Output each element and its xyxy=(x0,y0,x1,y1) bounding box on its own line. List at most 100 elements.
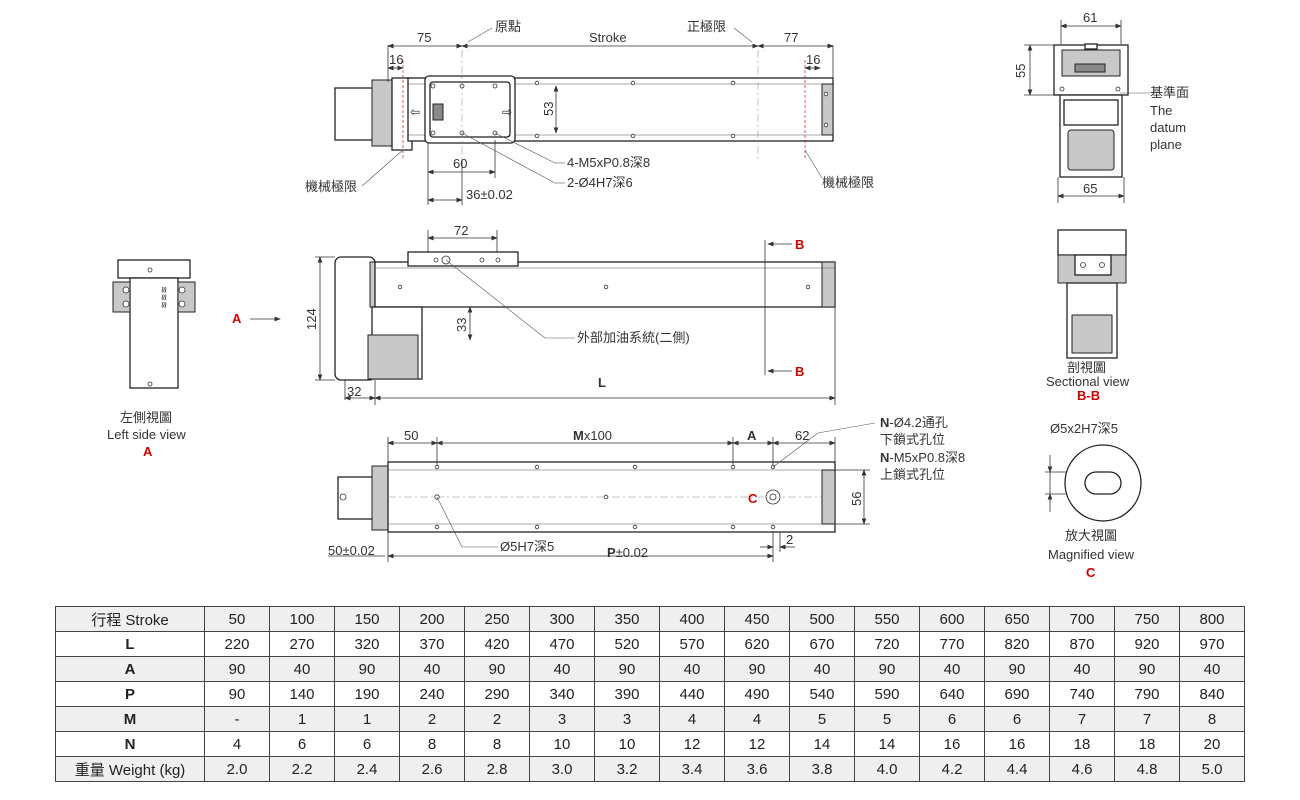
table-cell: 10 xyxy=(529,731,595,757)
table-cell: 640 xyxy=(919,681,985,707)
table-cell: 5.0 xyxy=(1179,756,1245,782)
row-header: 重量 Weight (kg) xyxy=(55,756,205,782)
dim-53: 53 xyxy=(541,102,556,116)
table-cell: 12 xyxy=(659,731,725,757)
bottom-note-2: 下鎖式孔位 xyxy=(880,432,945,447)
table-cell: 300 xyxy=(529,606,595,632)
left-view-label-en: Left side view xyxy=(107,427,186,442)
table-cell: 790 xyxy=(1114,681,1180,707)
table-cell: 690 xyxy=(984,681,1050,707)
dim-16-left: 16 xyxy=(389,52,403,67)
table-cell: 90 xyxy=(1114,656,1180,682)
table-cell: 40 xyxy=(269,656,335,682)
row-header: A xyxy=(55,656,205,682)
table-cell: 1 xyxy=(334,706,400,732)
table-cell: 720 xyxy=(854,631,920,657)
section-label-zh: 剖視圖 xyxy=(1067,360,1106,375)
lube-note: 外部加油系統(二側) xyxy=(577,330,690,345)
section-mark: B-B xyxy=(1077,388,1100,403)
table-cell: 2 xyxy=(399,706,465,732)
table-cell: 740 xyxy=(1049,681,1115,707)
table-cell: 590 xyxy=(854,681,920,707)
table-cell: 14 xyxy=(789,731,855,757)
table-cell: 920 xyxy=(1114,631,1180,657)
table-cell: 90 xyxy=(984,656,1050,682)
magnified-top-note: Ø5x2H7深5 xyxy=(1050,421,1118,436)
table-cell: 290 xyxy=(464,681,530,707)
table-cell: 18 xyxy=(1049,731,1115,757)
table-cell: 570 xyxy=(659,631,725,657)
bottom-note-1: N-Ø4.2通孔 xyxy=(880,415,948,430)
table-cell: 750 xyxy=(1114,606,1180,632)
table-cell: 16 xyxy=(984,731,1050,757)
table-cell: 90 xyxy=(854,656,920,682)
table-cell: 220 xyxy=(204,631,270,657)
bottom-note-3: N-M5xP0.8深8 xyxy=(880,450,965,465)
table-cell: 6 xyxy=(269,731,335,757)
table-cell: 90 xyxy=(464,656,530,682)
dim-50: 50 xyxy=(404,428,418,443)
table-cell: 7 xyxy=(1049,706,1115,732)
dim-p-part: P xyxy=(607,545,616,560)
bottom-note-4: 上鎖式孔位 xyxy=(880,467,945,482)
table-cell: 16 xyxy=(919,731,985,757)
table-cell: 18 xyxy=(1114,731,1180,757)
table-cell: 490 xyxy=(724,681,790,707)
table-cell: 40 xyxy=(919,656,985,682)
table-cell: 8 xyxy=(1179,706,1245,732)
table-cell: 14 xyxy=(854,731,920,757)
datum-label-en-2: datum xyxy=(1150,120,1186,135)
dim-65: 65 xyxy=(1083,181,1097,196)
table-cell: 340 xyxy=(529,681,595,707)
side-view: 72 124 33 32 L 外部加油系統(二側) B B xyxy=(232,223,836,405)
dim-33: 33 xyxy=(454,318,469,332)
table-cell: 7 xyxy=(1114,706,1180,732)
table-cell: 620 xyxy=(724,631,790,657)
datum-label-zh: 基準面 xyxy=(1150,85,1189,100)
table-cell: 140 xyxy=(269,681,335,707)
row-header: P xyxy=(55,681,205,707)
table-cell: 770 xyxy=(919,631,985,657)
section-arrow-b-bottom: B xyxy=(795,364,804,379)
dim-16-right: 16 xyxy=(806,52,820,67)
table-cell: 500 xyxy=(789,606,855,632)
table-cell: 550 xyxy=(854,606,920,632)
table-cell: 3 xyxy=(529,706,595,732)
pin-note: 2-Ø4H7深6 xyxy=(567,175,633,190)
dim-A: A xyxy=(747,428,757,443)
table-cell: 840 xyxy=(1179,681,1245,707)
table-cell: 100 xyxy=(269,606,335,632)
table-cell: 5 xyxy=(789,706,855,732)
table-cell: 2.6 xyxy=(399,756,465,782)
table-cell: 440 xyxy=(659,681,725,707)
table-cell: 4 xyxy=(204,731,270,757)
top-view: ⇦ ⇨ 75 77 Stroke 原點 正極限 16 16 xyxy=(305,19,874,205)
table-cell: 700 xyxy=(1049,606,1115,632)
right-arrow-icon: ⇨ xyxy=(502,105,512,119)
table-cell: 4.0 xyxy=(854,756,920,782)
dim-62: 62 xyxy=(795,428,809,443)
section-view: 剖視圖 Sectional view B-B xyxy=(1046,229,1130,403)
dim-p-tol: P±0.02 xyxy=(607,545,648,560)
dim-124: 124 xyxy=(304,308,319,330)
table-cell: 40 xyxy=(529,656,595,682)
table-cell: 10 xyxy=(594,731,660,757)
table-cell: 320 xyxy=(334,631,400,657)
table-cell: 150 xyxy=(334,606,400,632)
datum-label-en-3: plane xyxy=(1150,137,1182,152)
table-cell: 200 xyxy=(399,606,465,632)
table-cell: 390 xyxy=(594,681,660,707)
table-cell: 2.8 xyxy=(464,756,530,782)
table-cell: 3 xyxy=(594,706,660,732)
table-cell: 970 xyxy=(1179,631,1245,657)
table-cell: 420 xyxy=(464,631,530,657)
dim-2: 2 xyxy=(786,532,793,547)
left-side-view: ≋≋≋ 左側視圖 Left side view A xyxy=(107,259,196,459)
dim-60: 60 xyxy=(453,156,467,171)
table-cell: 450 xyxy=(724,606,790,632)
mech-limit-right-label: 機械極限 xyxy=(822,175,874,190)
